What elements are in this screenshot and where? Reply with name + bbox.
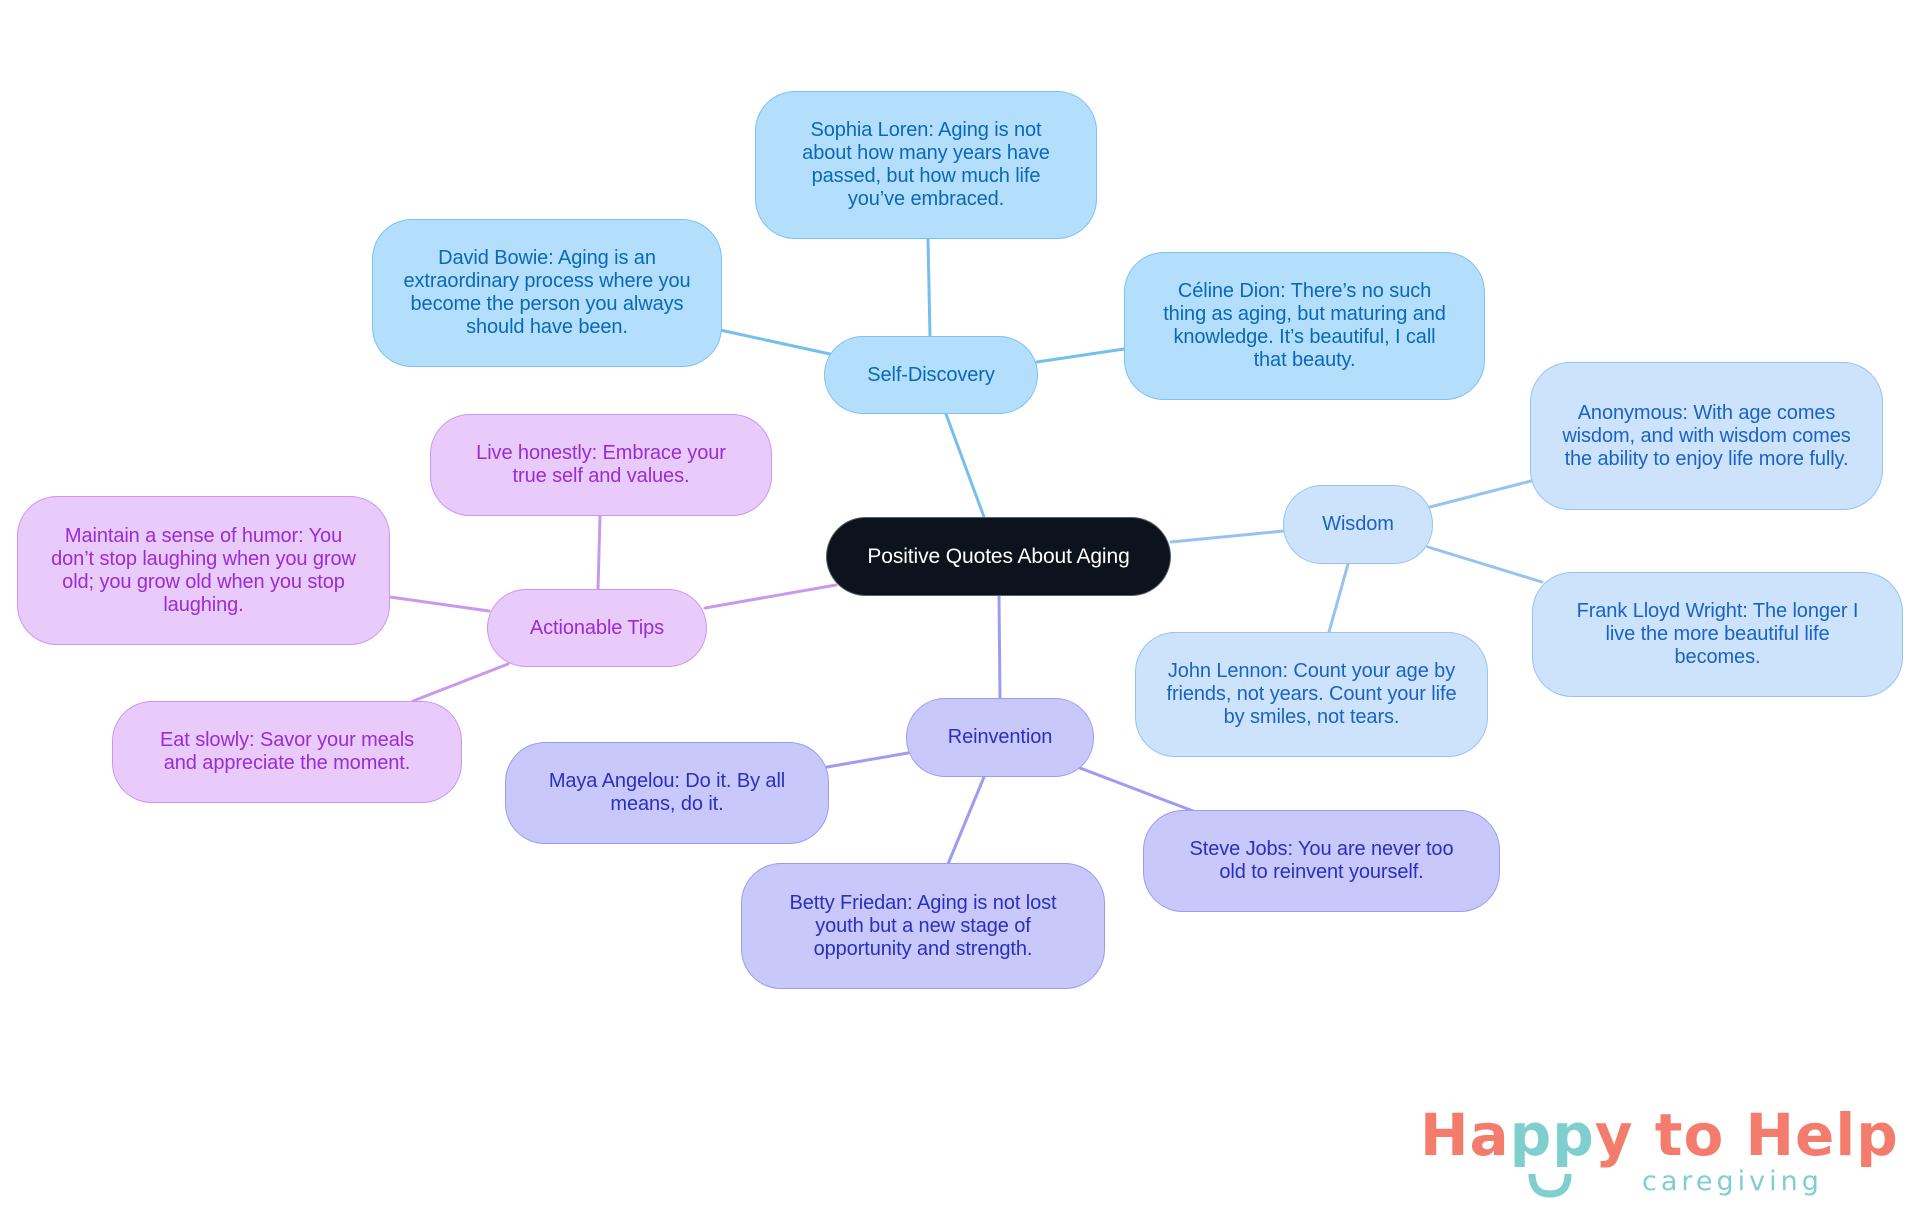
tip-eat-slowly[interactable]: Eat slowly: Savor your meals and appreci… [112,701,462,803]
root-node[interactable]: Positive Quotes About Aging [826,517,1171,596]
smile-icon [1528,1173,1572,1198]
edge-wisdom-frank [1426,545,1544,584]
quote-david-bowie[interactable]: David Bowie: Aging is an extraordinary p… [372,219,722,367]
edge-tips-live-honestly [596,514,602,591]
edge-reinvention-betty [946,775,986,866]
happy-to-help-logo: Happy to Help caregiving [1420,1100,1898,1210]
edge-wisdom-anonymous [1428,479,1533,509]
edge-root-self-discovery [944,412,986,519]
branch-reinvention[interactable]: Reinvention [906,698,1094,777]
quote-celine-dion-text: Céline Dion: There’s no such thing as ag… [1163,280,1446,371]
quote-steve-jobs[interactable]: Steve Jobs: You are never too old to rei… [1143,810,1500,912]
logo-text-part3: y to Help [1594,1101,1899,1169]
edge-wisdom-lennon [1327,562,1350,634]
branch-wisdom[interactable]: Wisdom [1283,485,1433,564]
logo-subtitle: caregiving [1642,1166,1823,1197]
branch-wisdom-label: Wisdom [1322,513,1394,535]
tip-sense-of-humor-text: Maintain a sense of humor: You don’t sto… [51,524,356,616]
quote-anonymous-text: Anonymous: With age comes wisdom, and wi… [1562,401,1851,470]
tip-live-honestly[interactable]: Live honestly: Embrace your true self an… [430,414,772,516]
tip-eat-slowly-text: Eat slowly: Savor your meals and appreci… [160,729,414,774]
branch-actionable-tips-label: Actionable Tips [529,616,665,639]
quote-john-lennon[interactable]: John Lennon: Count your age by friends, … [1135,632,1488,757]
quote-john-lennon-text: John Lennon: Count your age by friends, … [1166,660,1457,728]
quote-david-bowie-text: David Bowie: Aging is an extraordinary p… [403,247,691,338]
edge-reinvention-maya [825,751,910,769]
quote-betty-friedan[interactable]: Betty Friedan: Aging is not lost youth b… [741,863,1105,989]
branch-self-discovery-label: Self-Discovery [867,363,995,386]
edge-self-discovery-bowie [718,328,832,356]
edge-root-reinvention [997,594,1002,700]
edge-root-actionable-tips [703,583,838,610]
quote-anonymous[interactable]: Anonymous: With age comes wisdom, and wi… [1530,362,1883,510]
quote-frank-lloyd-wright-text: Frank Lloyd Wright: The longer I live th… [1576,600,1859,668]
edge-self-discovery-sophia [926,237,932,338]
quote-celine-dion[interactable]: Céline Dion: There’s no such thing as ag… [1124,252,1485,400]
quote-maya-angelou-text: Maya Angelou: Do it. By all means, do it… [548,770,786,815]
quote-sophia-loren[interactable]: Sophia Loren: Aging is not about how man… [755,91,1097,239]
branch-actionable-tips[interactable]: Actionable Tips [487,589,707,667]
edge-tips-humor [388,595,491,613]
edge-self-discovery-celine [1035,347,1126,364]
branch-self-discovery[interactable]: Self-Discovery [824,336,1038,414]
edge-reinvention-steve [1078,766,1195,813]
quote-maya-angelou[interactable]: Maya Angelou: Do it. By all means, do it… [505,742,829,844]
quote-steve-jobs-text: Steve Jobs: You are never too old to rei… [1189,838,1454,883]
logo-text-part1: Ha [1420,1101,1510,1169]
logo-text-part2: pp [1509,1101,1595,1169]
quote-sophia-loren-text: Sophia Loren: Aging is not about how man… [802,119,1050,210]
branch-reinvention-label: Reinvention [947,726,1053,748]
tip-live-honestly-text: Live honestly: Embrace your true self an… [476,442,726,487]
quote-frank-lloyd-wright[interactable]: Frank Lloyd Wright: The longer I live th… [1532,572,1903,697]
quote-betty-friedan-text: Betty Friedan: Aging is not lost youth b… [789,891,1057,960]
tip-sense-of-humor[interactable]: Maintain a sense of humor: You don’t sto… [17,496,390,645]
edge-root-wisdom [1169,529,1286,544]
edge-tips-eat-slowly [411,662,510,703]
root-node-label: Positive Quotes About Aging [867,545,1130,568]
logo-wordmark: Happy to Help [1420,1100,1899,1170]
